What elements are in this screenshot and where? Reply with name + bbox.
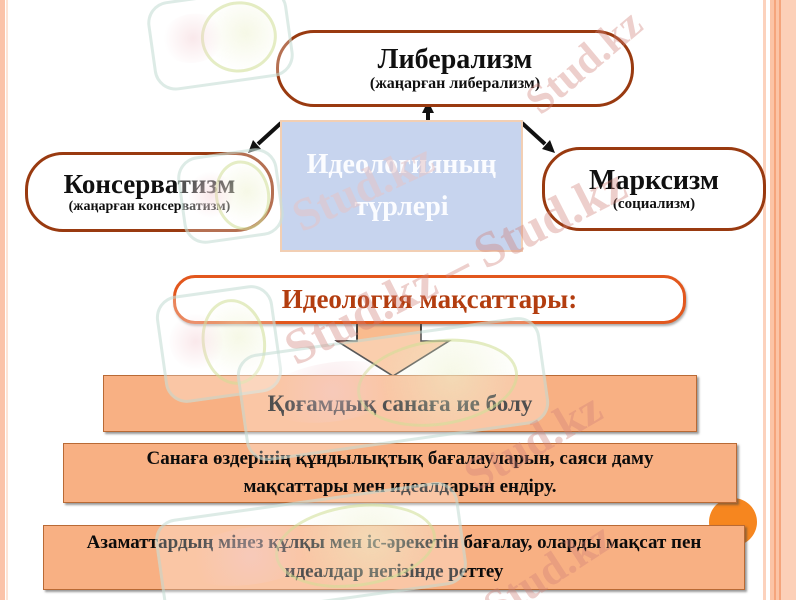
liberalism-box: Либерализм (жаңарған либерализм) <box>276 30 634 107</box>
left-diagonal-arrow-icon <box>248 121 283 153</box>
conservatism-title: Консерватизм <box>63 169 236 200</box>
marxism-subtitle: (социализм) <box>612 196 696 213</box>
right-diagonal-arrow-icon <box>520 121 555 153</box>
goal-text-2: Санаға өздерінің құндылықтық бағалаулары… <box>146 447 654 498</box>
marxism-box: Марксизм (социализм) <box>542 147 766 231</box>
goal-box-2: Санаға өздерінің құндылықтық бағалаулары… <box>63 443 737 503</box>
ideology-types-title: Идеологияның түрлері <box>306 149 497 222</box>
down-arrow-icon <box>334 318 452 377</box>
left-border-stripe <box>0 0 8 600</box>
liberalism-title: Либерализм <box>377 44 533 76</box>
goal-text-1: Қоғамдық санаға ие болу <box>267 390 533 416</box>
liberalism-subtitle: (жаңарған либерализм) <box>369 75 541 93</box>
conservatism-box: Консерватизм (жаңарған консерватизм) <box>25 152 274 232</box>
goal-box-1: Қоғамдық санаға ие болу <box>103 375 697 432</box>
studkz-logo-watermark-icon <box>144 0 297 94</box>
goals-header-box: Идеология мақсаттары: <box>173 275 686 324</box>
ideology-types-box: Идеологияның түрлері <box>280 120 523 252</box>
conservatism-subtitle: (жаңарған консерватизм) <box>68 199 231 215</box>
right-border-stripes <box>763 0 796 600</box>
goal-text-3: Азаматтардың мінез құлқы мен іс-әрекетін… <box>86 532 702 582</box>
goal-box-3: Азаматтардың мінез құлқы мен іс-әрекетін… <box>43 525 745 590</box>
marxism-title: Марксизм <box>589 165 719 197</box>
goals-header-label: Идеология мақсаттары: <box>281 284 578 314</box>
